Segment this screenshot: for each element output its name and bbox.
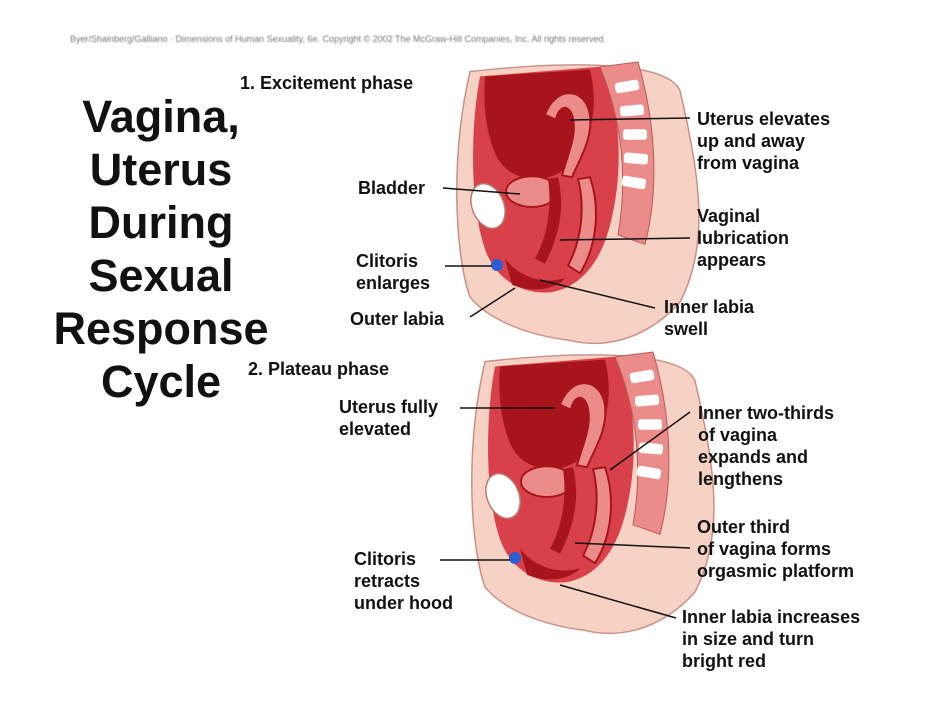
label-inner-labia-swell: Inner labia swell bbox=[664, 297, 755, 339]
label-bladder: Bladder bbox=[358, 178, 426, 198]
leader-lines-excitement bbox=[442, 117, 691, 318]
label-outer-third: Outer third of vagina forms orgasmic pla… bbox=[697, 517, 855, 581]
label-uterus-fully-elevated: Uterus fully elevated bbox=[339, 397, 439, 439]
leader-outer-labia bbox=[469, 287, 516, 318]
label-uterus-elevates: Uterus elevates up and away from vagina bbox=[697, 109, 831, 173]
phase-heading-excitement: 1. Excitement phase bbox=[240, 73, 414, 93]
leader-inner-labia-increases bbox=[559, 584, 677, 619]
clitoris-marker-1 bbox=[491, 259, 503, 271]
excitement-section-illustration bbox=[455, 61, 700, 345]
label-vaginal-lubrication: Vaginal lubrication appears bbox=[697, 206, 790, 270]
label-inner-labia-increases: Inner labia increases in size and turn b… bbox=[682, 607, 861, 671]
leader-lines-plateau bbox=[440, 407, 691, 619]
title-line: Uterus bbox=[89, 144, 233, 195]
label-clitoris-retracts: Clitoris retracts under hood bbox=[354, 549, 453, 613]
title-line: Cycle bbox=[100, 356, 222, 407]
plateau-section-illustration bbox=[470, 351, 715, 635]
title-line: During bbox=[88, 197, 234, 248]
title-line: Response bbox=[53, 303, 269, 354]
label-inner-two-thirds: Inner two-thirds of vagina expands and l… bbox=[698, 403, 834, 489]
label-outer-labia: Outer labia bbox=[350, 309, 445, 329]
main-title: Vagina, Uterus During Sexual Response Cy… bbox=[36, 90, 286, 408]
copyright-credit: Byer/Shainberg/Galliano · Dimensions of … bbox=[70, 34, 607, 44]
clitoris-marker-2 bbox=[509, 552, 521, 564]
leader-outer-third bbox=[574, 542, 691, 549]
leader-inner-two-thirds bbox=[609, 411, 691, 471]
leader-vaginal-lubrication bbox=[559, 237, 691, 241]
leader-uterus-elevates bbox=[569, 117, 691, 121]
title-line: Vagina, bbox=[82, 91, 240, 142]
leader-bladder bbox=[442, 187, 521, 195]
leader-inner-labia-swell bbox=[539, 279, 656, 309]
phase-heading-plateau: 2. Plateau phase bbox=[248, 359, 390, 379]
label-clitoris-enlarges: Clitoris enlarges bbox=[356, 251, 431, 293]
title-line: Sexual bbox=[88, 250, 234, 301]
